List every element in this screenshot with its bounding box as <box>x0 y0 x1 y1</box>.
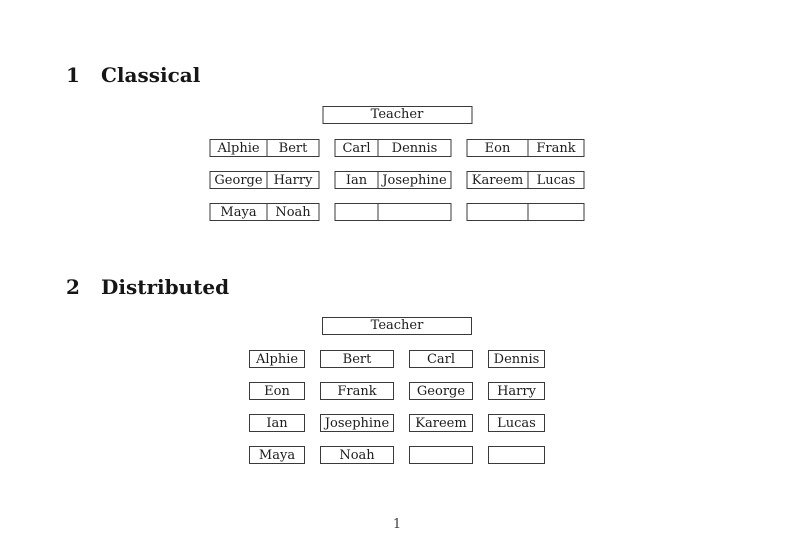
desk-pair-empty <box>334 203 452 221</box>
seat-cell: Bert <box>278 140 308 156</box>
distributed-seating-chart: Teacher Alphie Bert Carl Dennis Eon Fran… <box>249 317 545 464</box>
desk-pair: Kareem Lucas <box>466 171 585 189</box>
seat-box: Frank <box>320 382 394 400</box>
seat-cell-empty <box>336 204 379 220</box>
classical-column-2: Carl Dennis Ian Josephine <box>334 139 452 221</box>
seat-box: Eon <box>249 382 305 400</box>
desk-pair: Ian Josephine <box>334 171 452 189</box>
section-heading-distributed: 2 Distributed <box>66 275 229 299</box>
desk-row: Alphie Bert Carl Dennis <box>249 350 545 368</box>
teacher-box: Teacher <box>322 317 472 335</box>
desk-row: Eon Frank George Harry <box>249 382 545 400</box>
seat-cell: Lucas <box>536 172 576 188</box>
seat-box: Ian <box>249 414 305 432</box>
seat-box-empty <box>409 446 473 464</box>
seat-box: Alphie <box>249 350 305 368</box>
desk-pair-empty <box>466 203 585 221</box>
desk-pair: Carl Dennis <box>334 139 452 157</box>
seat-cell-empty <box>468 204 529 220</box>
classical-column-1: Alphie Bert George Harry Maya Noah <box>209 139 320 221</box>
seat-box: Kareem <box>409 414 473 432</box>
seat-cell: Noah <box>275 204 311 220</box>
seat-cell: Dennis <box>391 140 438 156</box>
section-title: Distributed <box>101 275 230 299</box>
page-number: 1 <box>392 517 402 532</box>
classical-column-3: Eon Frank Kareem Lucas <box>466 139 585 221</box>
seat-box: George <box>409 382 473 400</box>
desk-pair: Maya Noah <box>209 203 320 221</box>
seat-cell: Alphie <box>211 140 268 156</box>
distributed-desk-grid: Alphie Bert Carl Dennis Eon Frank George… <box>249 350 545 464</box>
seat-cell: Josephine <box>382 172 447 188</box>
seat-box: Bert <box>320 350 394 368</box>
seat-cell: Carl <box>336 140 379 156</box>
desk-pair: George Harry <box>209 171 320 189</box>
section-number: 2 <box>66 275 80 299</box>
seat-box: Noah <box>320 446 394 464</box>
section-number: 1 <box>66 63 80 87</box>
seat-cell-empty <box>529 204 584 220</box>
classical-desk-grid: Alphie Bert George Harry Maya Noah Carl … <box>209 139 585 221</box>
seat-box: Josephine <box>320 414 394 432</box>
desk-row: Ian Josephine Kareem Lucas <box>249 414 545 432</box>
teacher-box: Teacher <box>322 106 472 124</box>
seat-box: Harry <box>488 382 545 400</box>
desk-row: Maya Noah <box>249 446 545 464</box>
seat-cell: Frank <box>536 140 576 156</box>
seat-box: Lucas <box>488 414 545 432</box>
seat-box-empty <box>488 446 545 464</box>
seat-box: Dennis <box>488 350 545 368</box>
seat-cell: Ian <box>336 172 379 188</box>
seat-cell: Maya <box>211 204 268 220</box>
seat-cell: George <box>211 172 268 188</box>
classical-seating-chart: Teacher Alphie Bert George Harry Maya No… <box>209 106 585 221</box>
seat-box: Carl <box>409 350 473 368</box>
section-title: Classical <box>101 63 201 87</box>
seat-box: Maya <box>249 446 305 464</box>
desk-pair: Alphie Bert <box>209 139 320 157</box>
desk-pair: Eon Frank <box>466 139 585 157</box>
seat-cell: Harry <box>273 172 313 188</box>
seat-cell: Eon <box>468 140 529 156</box>
section-heading-classical: 1 Classical <box>66 63 200 87</box>
seat-cell-empty <box>379 204 451 220</box>
seat-cell: Kareem <box>468 172 529 188</box>
